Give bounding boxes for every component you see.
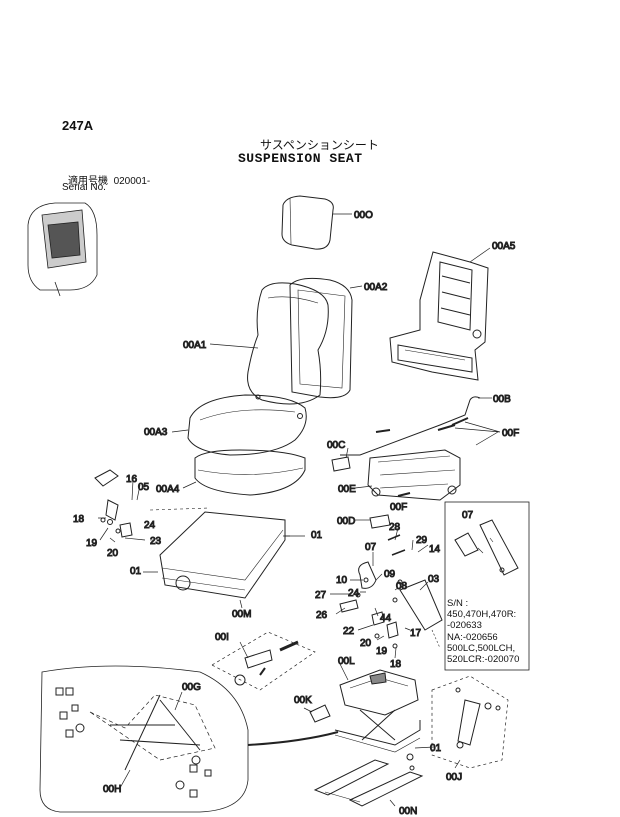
location-thumbnail <box>27 202 98 297</box>
callout-00L: 00L <box>338 656 355 667</box>
suspension-cover <box>159 511 286 599</box>
gas-spring-inset <box>431 675 509 769</box>
gas-spring-parts <box>211 631 316 691</box>
callout-08: 08 <box>396 581 408 592</box>
callout-00A2: 00A2 <box>364 282 388 293</box>
title-english: SUSPENSION SEAT <box>238 151 363 166</box>
callout-00B: 00B <box>493 394 511 405</box>
callout-23: 23 <box>150 536 162 547</box>
callout-10: 10 <box>336 575 348 586</box>
handle <box>369 514 391 529</box>
callout-00H: 00H <box>103 784 121 795</box>
callout-00A4: 00A4 <box>156 484 180 495</box>
callout-03: 03 <box>428 574 440 585</box>
callout-00J: 00J <box>446 772 462 783</box>
callout-20-b: 20 <box>360 638 372 649</box>
callout-01-c: 01 <box>430 743 442 754</box>
leader-lines <box>98 213 501 807</box>
callout-01-b: 01 <box>311 530 323 541</box>
damper-group <box>339 534 443 649</box>
callout-00A5: 00A5 <box>492 241 516 252</box>
callout-19-b: 19 <box>376 646 388 657</box>
slide-rails <box>313 753 424 807</box>
back-cushion <box>247 282 329 405</box>
callout-18-b: 18 <box>390 659 402 670</box>
linkage-group <box>39 665 339 813</box>
small-bracket <box>309 704 331 723</box>
serial-note-line: S/N : <box>447 598 469 609</box>
callout-00D: 00D <box>337 516 355 527</box>
callout-24-a: 24 <box>144 520 156 531</box>
callout-22: 22 <box>343 626 355 637</box>
callout-09: 09 <box>384 569 396 580</box>
callout-00E: 00E <box>338 484 356 495</box>
callout-00N: 00N <box>399 806 417 817</box>
seat-back-frame <box>389 251 489 381</box>
serial-note-line: 520LCR:-020070 <box>447 654 520 666</box>
callout-20-a: 20 <box>107 548 119 559</box>
callout-14: 14 <box>429 544 441 555</box>
callout-00G: 00G <box>182 682 201 693</box>
slide-rail-assembly <box>340 396 481 501</box>
callout-00A1: 00A1 <box>183 340 207 351</box>
callout-44: 44 <box>380 613 392 624</box>
serial-label-jp-text: 適用号機 <box>68 176 108 187</box>
seat-cushion <box>187 394 307 456</box>
callout-29: 29 <box>416 535 428 546</box>
serial-note-line: -020633 <box>447 620 482 632</box>
callout-00M: 00M <box>232 609 251 620</box>
callout-00A3: 00A3 <box>144 427 168 438</box>
callout-00O: 00O <box>354 210 373 221</box>
callout-00F-a: 00F <box>502 428 519 439</box>
callout-00K: 00K <box>294 695 312 706</box>
variant-inset <box>444 501 530 671</box>
serial-note-line: NA:-020656 <box>447 631 498 643</box>
callout-07-a: 07 <box>365 542 377 553</box>
serial-note-line: 500LC,500LCH, <box>447 642 516 654</box>
callout-26: 26 <box>316 610 328 621</box>
serial-label-japanese: 適用号機 020001- <box>68 172 150 187</box>
seat-base-cushion <box>194 449 306 496</box>
callout-00F-b: 00F <box>390 502 407 513</box>
callout-28: 28 <box>389 522 401 533</box>
headrest <box>281 195 334 250</box>
callout-27: 27 <box>315 590 327 601</box>
serial-label-english: Serial No. <box>62 182 106 193</box>
callout-00I: 00I <box>215 632 229 643</box>
back-cushion-cover <box>289 277 353 399</box>
lever-bracket-group <box>94 469 133 538</box>
callout-16: 16 <box>126 474 138 485</box>
callout-17: 17 <box>410 628 422 639</box>
callout-19-a: 19 <box>86 538 98 549</box>
callout-07-b: 07 <box>462 510 474 521</box>
lever-knob <box>331 456 351 472</box>
serial-note-line: 450,470H,470R: <box>447 609 517 621</box>
title-japanese: サスペンションシート <box>260 138 379 152</box>
callout-00C: 00C <box>327 440 345 451</box>
page-code: 247A <box>62 118 94 133</box>
serial-note: S/N : 450,470H,470R: -020633 NA:-020656 … <box>447 598 519 665</box>
callout-05: 05 <box>138 482 150 493</box>
suspension-mechanism <box>334 669 421 753</box>
callout-24-b: 24 <box>348 588 360 599</box>
callout-01-a: 01 <box>130 566 142 577</box>
serial-value: 020001- <box>113 176 151 187</box>
callout-18-a: 18 <box>73 514 85 525</box>
